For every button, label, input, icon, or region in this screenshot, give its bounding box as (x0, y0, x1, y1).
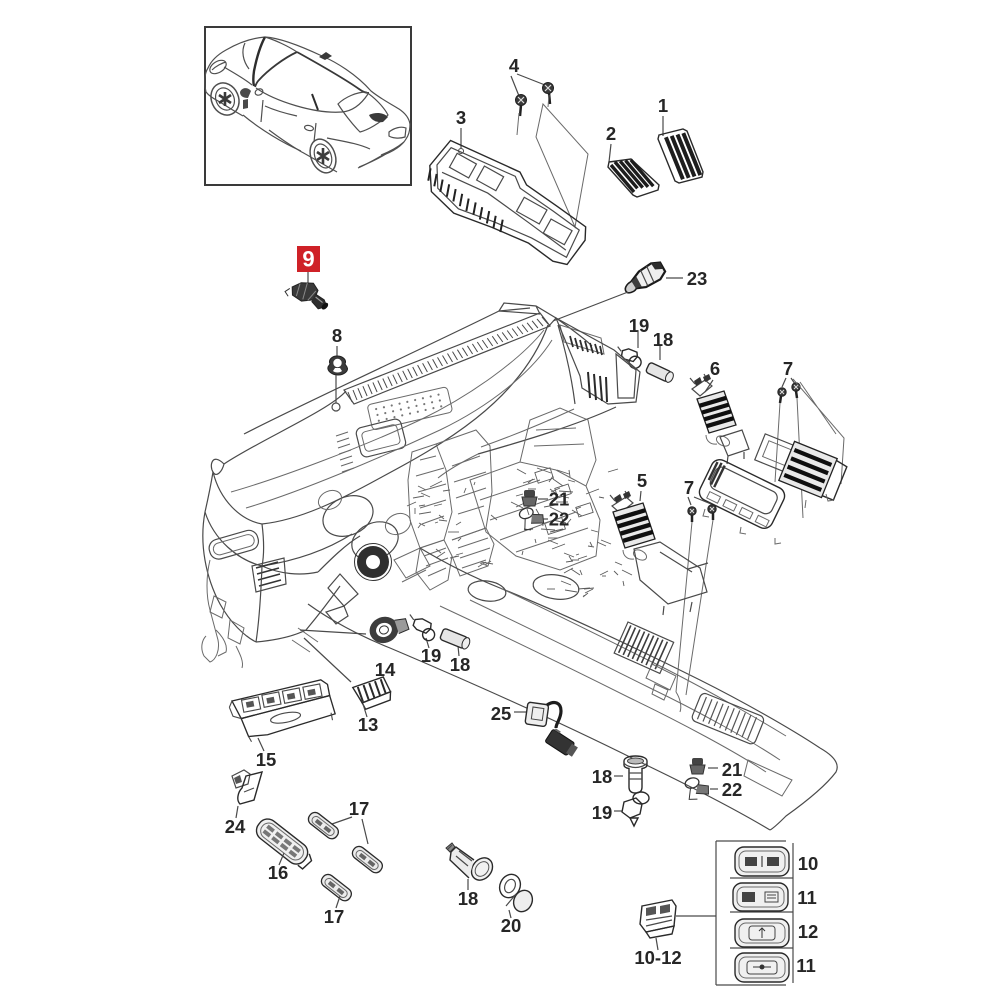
svg-text:18: 18 (592, 766, 613, 787)
svg-text:23: 23 (687, 268, 708, 289)
svg-text:2: 2 (606, 123, 616, 144)
svg-text:21: 21 (722, 759, 743, 780)
svg-text:10-12: 10-12 (634, 947, 681, 968)
svg-text:5: 5 (637, 470, 647, 491)
svg-text:12: 12 (798, 921, 819, 942)
svg-text:1: 1 (658, 95, 668, 116)
svg-text:13: 13 (358, 714, 379, 735)
svg-text:3: 3 (456, 107, 466, 128)
svg-text:11: 11 (796, 955, 816, 976)
svg-text:20: 20 (501, 915, 522, 936)
svg-text:18: 18 (653, 329, 674, 350)
svg-text:4: 4 (509, 55, 520, 76)
svg-text:7: 7 (783, 358, 793, 379)
svg-text:17: 17 (349, 798, 370, 819)
svg-text:15: 15 (256, 749, 277, 770)
svg-text:22: 22 (722, 779, 743, 800)
svg-text:16: 16 (268, 862, 289, 883)
svg-text:18: 18 (458, 888, 479, 909)
svg-text:25: 25 (491, 703, 512, 724)
svg-text:8: 8 (332, 325, 342, 346)
svg-text:21: 21 (549, 489, 570, 510)
svg-text:6: 6 (710, 358, 720, 379)
svg-text:14: 14 (375, 659, 396, 680)
svg-text:19: 19 (629, 315, 650, 336)
svg-text:17: 17 (324, 906, 345, 927)
svg-text:18: 18 (450, 654, 471, 675)
svg-text:7: 7 (684, 477, 694, 498)
svg-text:10: 10 (798, 853, 819, 874)
svg-text:19: 19 (421, 645, 442, 666)
svg-text:19: 19 (592, 802, 613, 823)
svg-text:11: 11 (797, 887, 817, 908)
svg-text:9: 9 (302, 247, 314, 272)
svg-text:24: 24 (225, 816, 246, 837)
svg-text:22: 22 (549, 509, 570, 530)
